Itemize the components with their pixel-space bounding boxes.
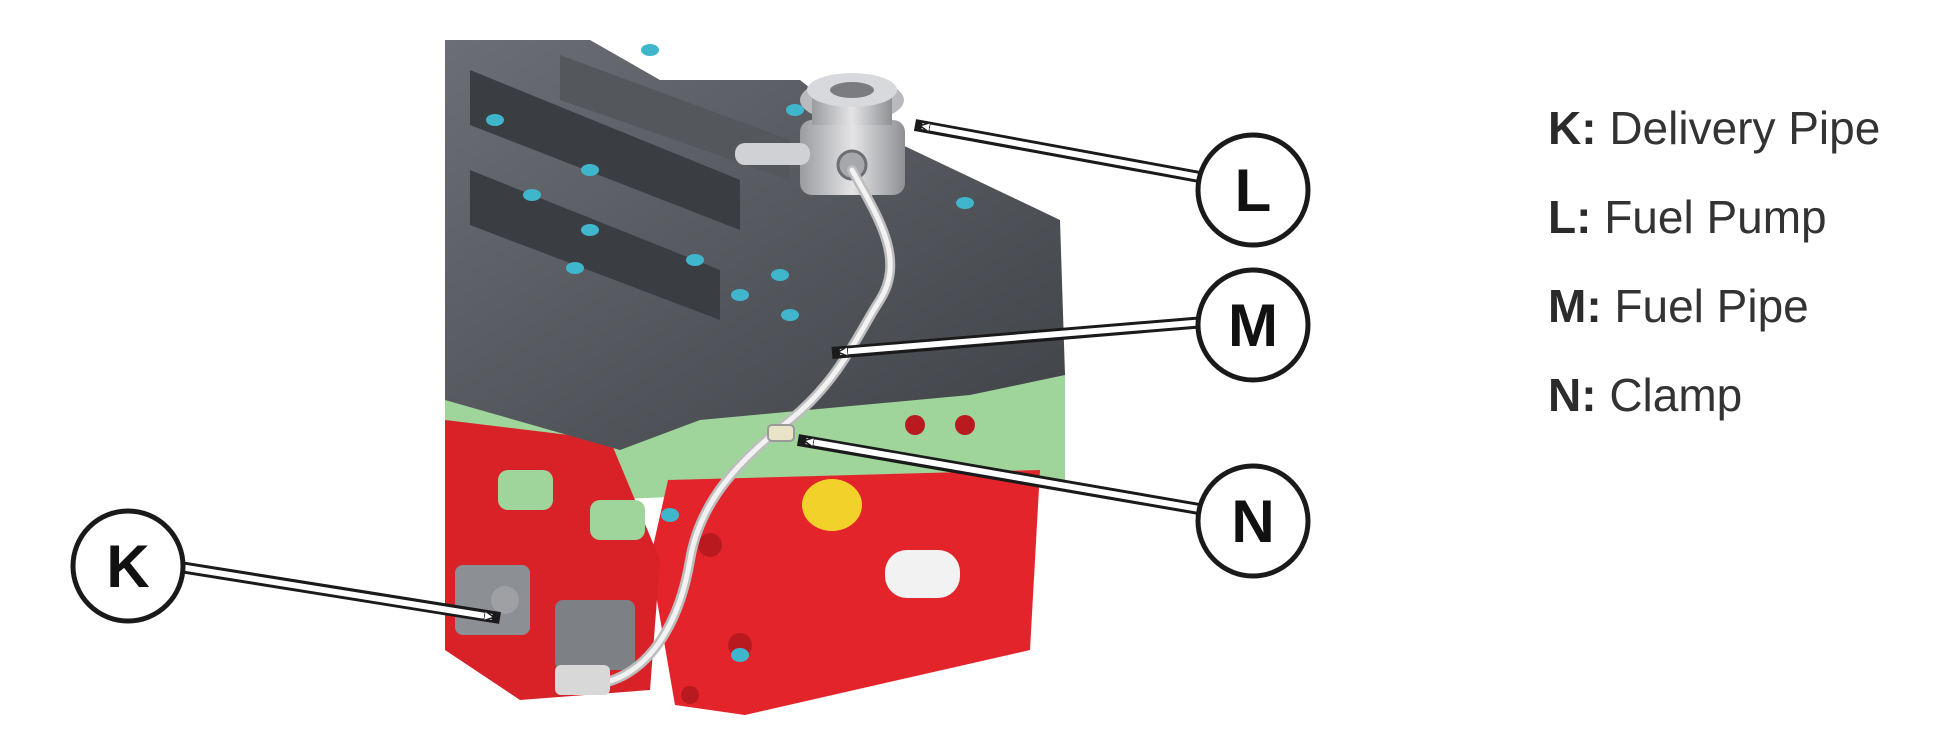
legend-key: M: xyxy=(1548,280,1602,332)
legend-text: Fuel Pump xyxy=(1604,191,1827,243)
bolt-hole xyxy=(905,415,925,435)
legend-key: L: xyxy=(1548,191,1592,243)
legend-text: Clamp xyxy=(1609,369,1743,421)
delivery-pipe-icon xyxy=(491,165,896,695)
bolt-hole xyxy=(681,686,699,704)
legend-key: N: xyxy=(1548,369,1597,421)
fuel-pump-icon xyxy=(735,73,905,195)
callout-m-letter: M xyxy=(1228,292,1278,359)
port-1 xyxy=(498,470,553,510)
bolt-hole xyxy=(955,415,975,435)
legend-text: Delivery Pipe xyxy=(1609,102,1881,154)
cover-ridge xyxy=(560,55,790,180)
legend-item-l: L: Fuel Pump xyxy=(1548,187,1880,276)
legend-item-n: N: Clamp xyxy=(1548,365,1880,454)
leader-lines xyxy=(179,119,1207,624)
cover-bolts xyxy=(486,44,974,662)
legend-item-m: M: Fuel Pipe xyxy=(1548,276,1880,365)
yellow-plug xyxy=(802,479,862,531)
clamp-icon xyxy=(767,424,795,442)
callout-n-letter: N xyxy=(1231,488,1274,555)
port-2 xyxy=(590,500,645,540)
legend-item-k: K: Delivery Pipe xyxy=(1548,98,1880,187)
legend-text: Fuel Pipe xyxy=(1614,280,1809,332)
parts-legend: K: Delivery Pipe L: Fuel Pump M: Fuel Pi… xyxy=(1548,98,1880,454)
cover-ridge xyxy=(470,170,720,320)
callout-m: M xyxy=(1195,267,1311,383)
plate-window xyxy=(885,550,960,598)
callout-k-letter: K xyxy=(106,533,149,600)
callout-l: L xyxy=(1195,132,1311,248)
callout-k: K xyxy=(70,508,186,624)
bracket xyxy=(555,600,635,670)
callout-l-letter: L xyxy=(1235,157,1272,224)
legend-key: K: xyxy=(1548,102,1597,154)
callout-n: N xyxy=(1195,463,1311,579)
cover-ridge xyxy=(470,70,740,230)
bolt-hole xyxy=(698,533,722,557)
